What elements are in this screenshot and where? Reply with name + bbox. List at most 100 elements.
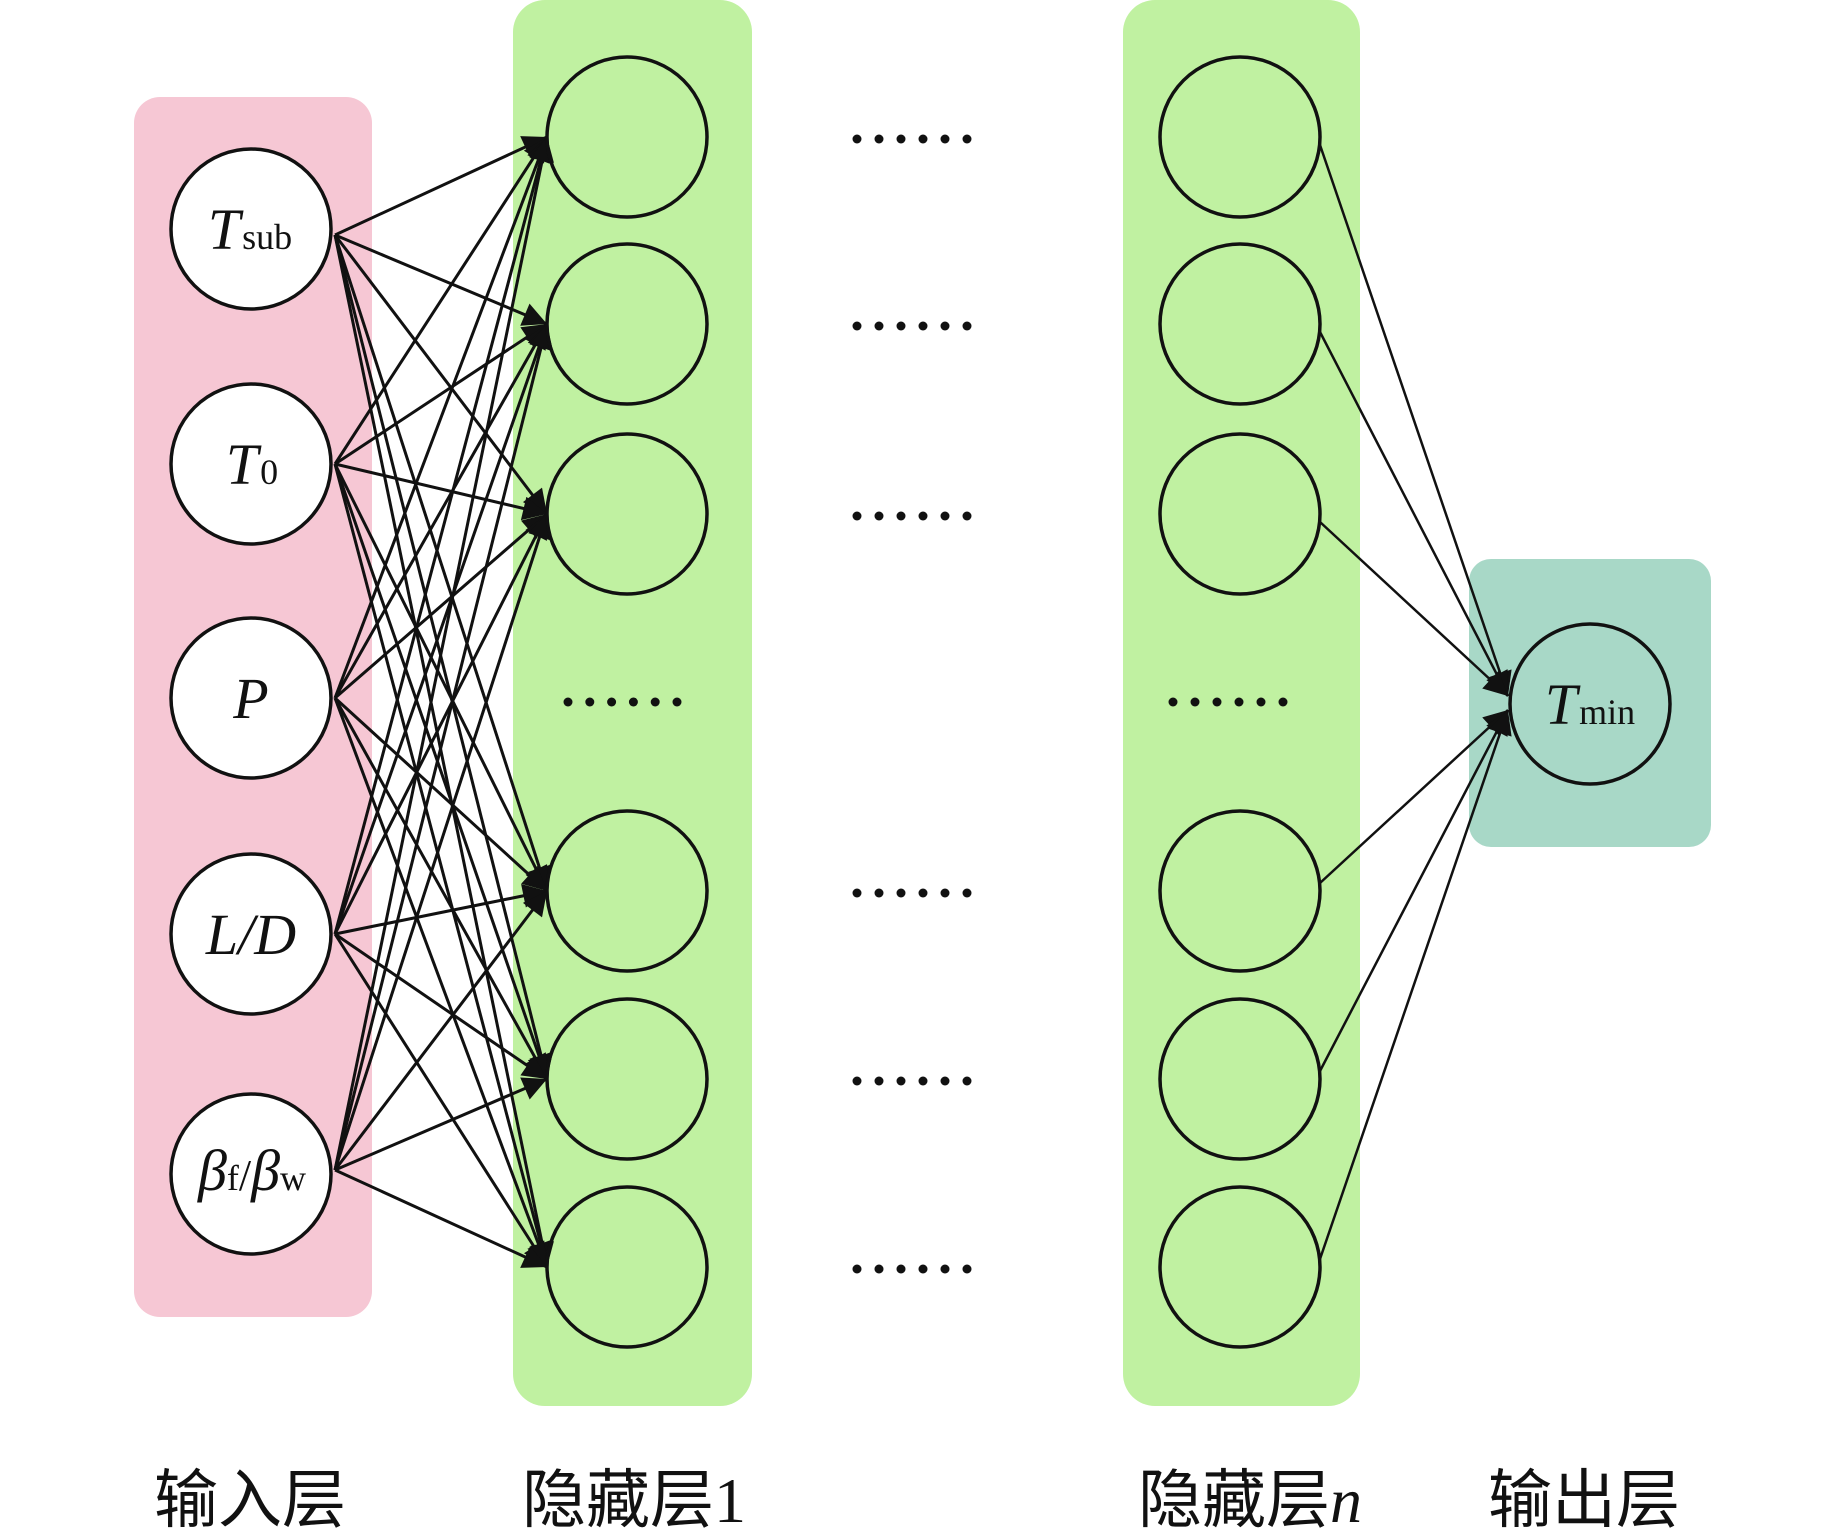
ellipsis-dot [896,1264,906,1274]
output-node-label-t-min: Tmin [1545,672,1635,737]
edge-input-4-to-hidden1-0 [333,136,554,1171]
label-main: T [1545,672,1581,737]
ellipsis-dot [940,1076,950,1086]
ellipsis-dot [852,134,862,144]
ellipsis-dot [874,888,884,898]
ellipsis-dot [918,1264,928,1274]
ellipsis-dot [874,321,884,331]
edge-input-2-to-hidden1-3 [333,696,549,893]
ellipsis-dot [962,1076,972,1086]
hidden-1-node [545,1185,709,1349]
edge-input-2-to-hidden1-2 [334,512,548,700]
ellipsis-dot [585,697,595,707]
edge-input-0-to-hidden1-3 [333,234,552,892]
label-slash: / [239,1151,252,1200]
hidden-layer-n-label: 隐藏层n [1138,1465,1362,1532]
edge-input-2-to-hidden1-5 [333,697,550,1268]
between-hidden-ellipsis [852,511,972,521]
edge-input-1-to-hidden1-3 [333,463,549,892]
label-subscript: f [227,1158,239,1198]
edge-input-3-to-hidden1-5 [333,933,549,1268]
ellipsis-dot [918,511,928,521]
ellipsis-dot [962,888,972,898]
output-node-t-min [1508,622,1672,786]
hidden-layer-n-label-index: n [1330,1465,1362,1532]
ellipsis-dot [607,697,617,707]
ellipsis-dot [962,511,972,521]
hidden-n-ellipsis [1168,697,1288,707]
edge-input-3-to-hidden1-1 [333,323,551,935]
nodes-group [169,55,1672,1349]
ellipsis-dot [1234,697,1244,707]
ellipsis-dot [628,697,638,707]
ellipsis-dot [918,134,928,144]
hidden-n-node [1158,55,1322,219]
label-main: β [197,1138,227,1203]
hidden-n-node [1158,997,1322,1161]
ellipsis-dot [874,1076,884,1086]
edge-hiddenn-5-to-output [1318,709,1512,1260]
label-subscript: sub [242,217,292,257]
input-node-t0 [169,382,333,546]
between-hidden-ellipsis [852,1264,972,1274]
label-subscript: 0 [260,452,278,492]
hidden-n-node [1158,242,1322,406]
ellipsis-dot [852,321,862,331]
label-main: P [232,666,268,731]
edge-input-3-to-hidden1-0 [333,136,553,935]
edge-input-2-to-hidden1-1 [333,323,549,699]
input-node-l-d [169,852,333,1016]
edge-hiddenn-2-to-output [1319,521,1509,697]
ellipsis-dot [940,1264,950,1274]
between-hidden-ellipsis [852,321,972,331]
ellipsis-dot [962,321,972,331]
hidden-layer-1-label: 隐藏层1 [522,1465,746,1532]
between-hidden-ellipsis [852,888,972,898]
ellipsis-group [563,134,1288,1274]
between-hidden-ellipsis [852,1076,972,1086]
ellipsis-dot [918,1076,928,1086]
ellipsis-dot [852,1264,862,1274]
ellipsis-dot [563,697,573,707]
edge-input-0-to-hidden1-0 [334,135,548,237]
edge-hiddenn-3-to-output [1319,709,1509,884]
ellipsis-dot [1212,697,1222,707]
ellipsis-dot [1256,697,1266,707]
ellipsis-dot [852,888,862,898]
ellipsis-dot [1278,697,1288,707]
input-node-label-l-d: L/D [205,902,296,967]
ellipsis-dot [896,1076,906,1086]
ellipsis-dot [874,134,884,144]
edge-input-3-to-hidden1-4 [334,932,548,1081]
output-layer-panel [1469,559,1711,847]
edges-group [333,135,1512,1269]
hidden-1-node [545,242,709,406]
svg-text:Tsub: Tsub [208,197,292,262]
hidden-layer-n-label-text: 隐藏层 [1138,1465,1330,1532]
svg-text:T0: T0 [226,432,278,497]
input-layer-label: 输入层 [154,1465,346,1532]
between-hidden-ellipsis [852,134,972,144]
edge-input-1-to-hidden1-5 [333,463,553,1268]
hidden-n-node [1158,432,1322,596]
input-node-label-beta-ratio: βf/βw [197,1138,306,1203]
label-main: T [208,197,244,262]
ellipsis-dot [896,888,906,898]
ellipsis-dot [896,321,906,331]
ellipsis-dot [896,511,906,521]
svg-text:βf/βw: βf/βw [197,1138,306,1203]
edge-input-1-to-hidden1-2 [334,462,548,521]
edge-input-3-to-hidden1-3 [334,884,548,936]
hidden-1-node [545,997,709,1161]
ellipsis-dot [874,1264,884,1274]
ellipsis-dot [962,134,972,144]
input-node-beta-ratio [169,1092,333,1256]
edge-input-4-to-hidden1-4 [334,1077,548,1172]
edge-input-2-to-hidden1-4 [333,697,549,1080]
ellipsis-dot [962,1264,972,1274]
hidden-n-node [1158,1185,1322,1349]
ellipsis-dot [650,697,660,707]
ellipsis-dot [1190,697,1200,707]
edge-input-1-to-hidden1-0 [333,136,549,465]
